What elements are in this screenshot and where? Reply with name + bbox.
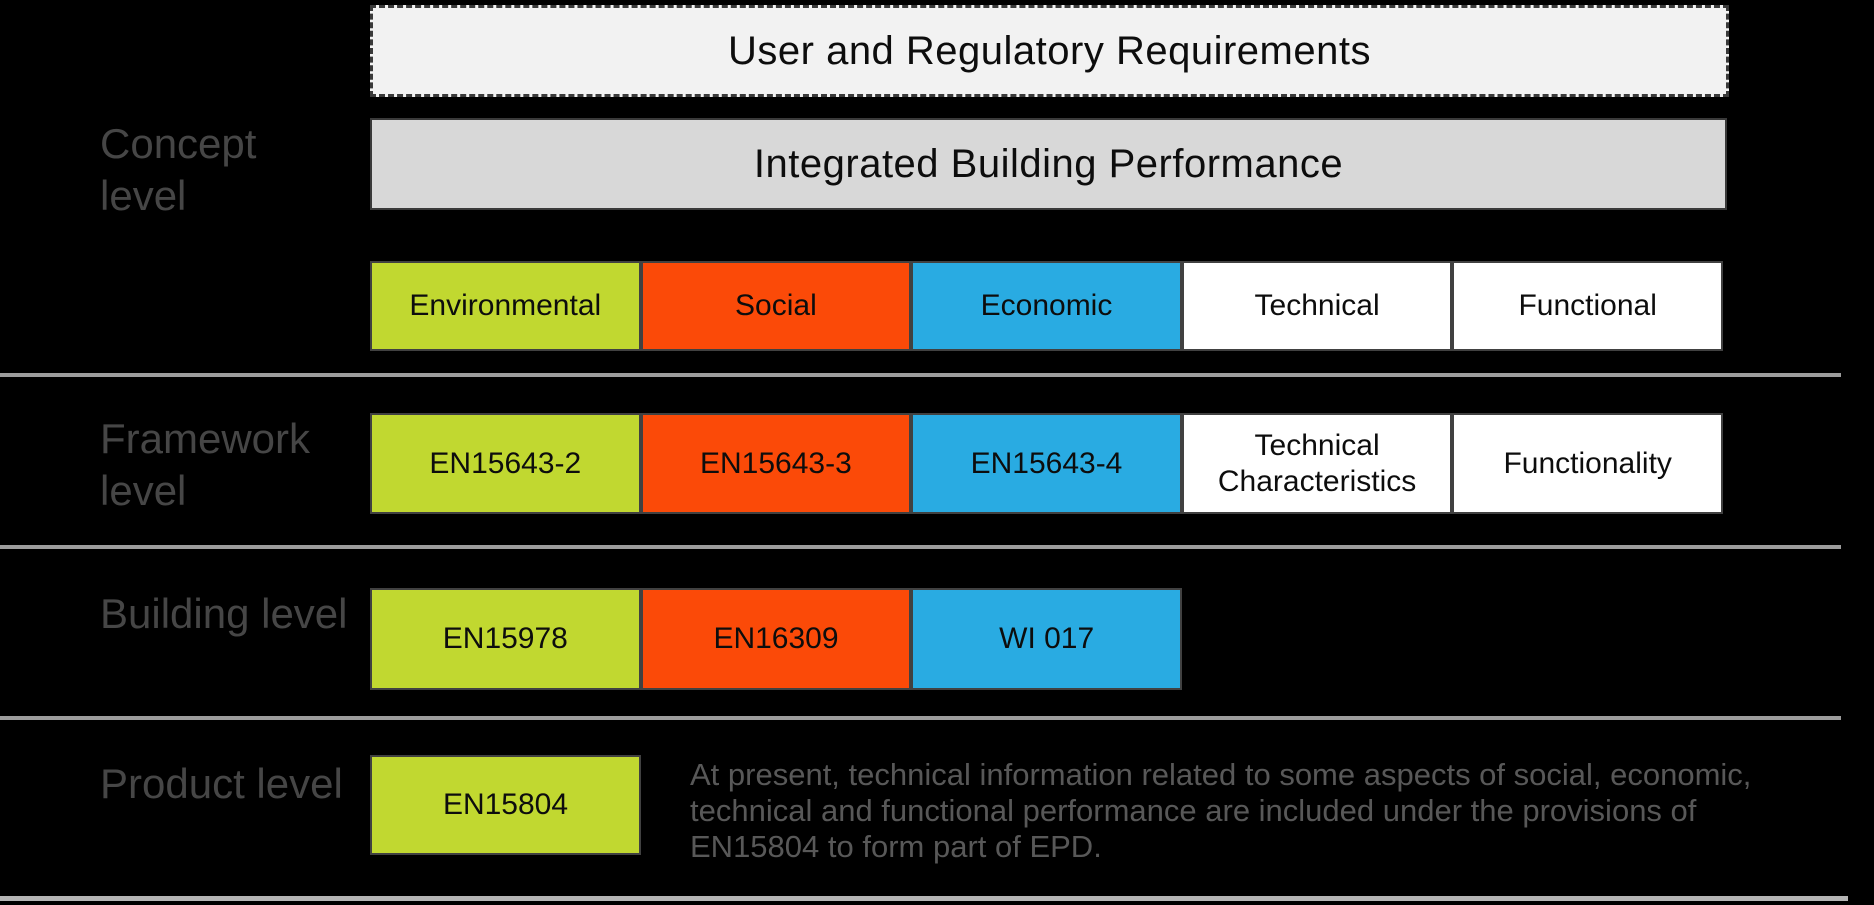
concept-cell-social-label: Social [735, 289, 817, 323]
product-cell-en15804-label: EN15804 [442, 788, 569, 822]
concept-cell-functional: Functional [1452, 261, 1723, 351]
building-level-label: Building level [100, 590, 348, 637]
building-cell-en16309-label: EN16309 [713, 622, 839, 656]
framework-cell-functionality-label: Functionality [1503, 446, 1672, 480]
framework-cell-en15643-3-label: EN15643-3 [700, 446, 852, 480]
product-standards-row: EN15804 [370, 755, 641, 855]
framework-cell-en15643-2: EN15643-2 [370, 413, 641, 514]
framework-cell-en15643-3: EN15643-3 [640, 413, 912, 514]
framework-cell-technical-characteristics-label: Technical Characteristics [1217, 429, 1417, 498]
user-regulatory-requirements-label: User and Regulatory Requirements [728, 28, 1371, 73]
concept-cell-technical: Technical [1181, 261, 1453, 351]
integrated-building-performance-label: Integrated Building Performance [753, 141, 1344, 186]
product-level-label: Product level [100, 760, 343, 807]
framework-cell-en15643-4: EN15643-4 [911, 413, 1182, 514]
framework-standards-row: EN15643-2 EN15643-3 EN15643-4 Technical … [370, 413, 1723, 514]
divider-framework-building [0, 545, 1841, 549]
framework-cell-en15643-4-label: EN15643-4 [970, 446, 1123, 480]
divider-bottom [0, 896, 1848, 901]
concept-cell-technical-label: Technical [1254, 289, 1380, 323]
product-level-note: At present, technical information relate… [690, 757, 1752, 864]
framework-cell-technical-characteristics: Technical Characteristics [1181, 413, 1453, 514]
concept-cell-functional-label: Functional [1518, 289, 1657, 323]
building-cell-wi017: WI 017 [911, 588, 1182, 690]
framework-cell-en15643-2-label: EN15643-2 [429, 446, 582, 480]
concept-cell-environmental-label: Environmental [409, 289, 602, 323]
framework-level-label: Framework level [100, 415, 311, 515]
building-standards-row: EN15978 EN16309 WI 017 [370, 588, 1182, 690]
integrated-building-performance-banner: Integrated Building Performance [370, 118, 1727, 210]
concept-cell-economic-label: Economic [980, 289, 1113, 323]
building-cell-wi017-label: WI 017 [999, 622, 1095, 656]
user-regulatory-requirements-banner: User and Regulatory Requirements [370, 5, 1729, 97]
divider-building-product [0, 716, 1841, 720]
divider-concept-framework [0, 373, 1841, 377]
concept-cell-environmental: Environmental [370, 261, 641, 351]
concept-category-row: Environmental Social Economic Technical … [370, 261, 1723, 351]
building-cell-en15978-label: EN15978 [442, 622, 568, 656]
concept-level-label: Concept level [100, 120, 257, 220]
concept-cell-economic: Economic [911, 261, 1182, 351]
building-cell-en15978: EN15978 [370, 588, 641, 690]
building-cell-en16309: EN16309 [640, 588, 912, 690]
concept-cell-social: Social [640, 261, 912, 351]
product-cell-en15804: EN15804 [370, 755, 641, 855]
framework-cell-functionality: Functionality [1452, 413, 1723, 514]
